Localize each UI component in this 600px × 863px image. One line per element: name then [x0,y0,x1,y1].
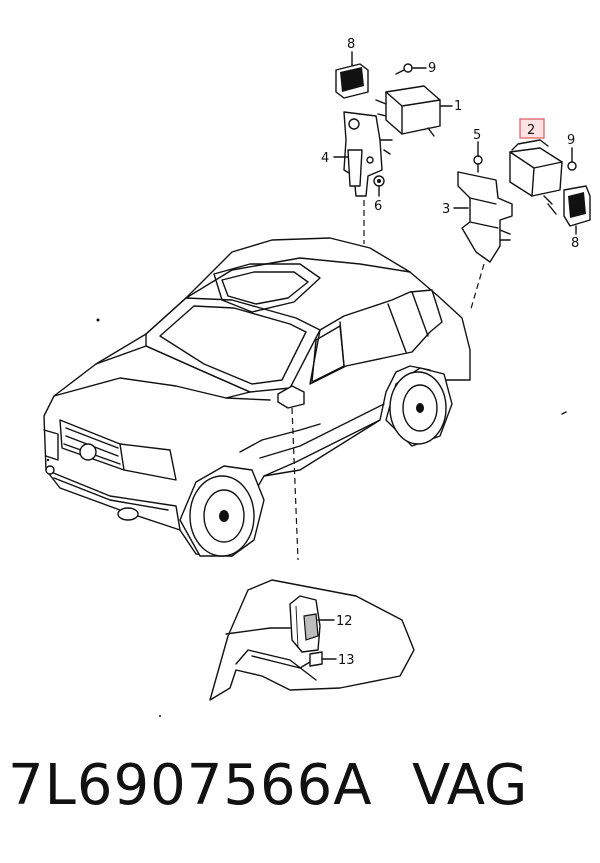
callout-13: 13 [338,653,355,668]
bolt-5 [473,141,483,173]
bolt-9-left [395,63,427,75]
highlight-box [519,118,545,139]
upper-left-assembly [333,51,453,244]
callout-3: 3 [442,202,450,217]
callout-9-right: 9 [567,133,575,148]
callout-5: 5 [473,128,481,143]
callout-6: 6 [374,199,382,214]
brand-label: VAG [412,753,528,818]
module-1 [375,85,453,137]
callout-labels: 8 9 1 4 6 5 2 9 3 8 12 13 [321,37,579,668]
callout-2: 2 [527,123,535,138]
connector-8-left [335,51,369,99]
module-2 [509,139,563,215]
part-number: 7L6907566A [8,753,373,818]
connector-8-right [563,185,591,235]
callout-9-left: 9 [428,61,436,76]
bracket-3 [453,171,513,263]
callout-1: 1 [454,99,462,114]
nut-6 [373,175,385,197]
callout-8-right: 8 [571,236,579,251]
bolt-9-right [567,147,577,171]
vehicle-illustration [43,237,567,717]
callout-8-left: 8 [347,37,355,52]
callout-12: 12 [336,614,353,629]
mirror-inset [209,579,415,701]
callout-4: 4 [321,151,329,166]
upper-right-assembly [453,118,591,313]
bracket-4 [333,111,393,197]
